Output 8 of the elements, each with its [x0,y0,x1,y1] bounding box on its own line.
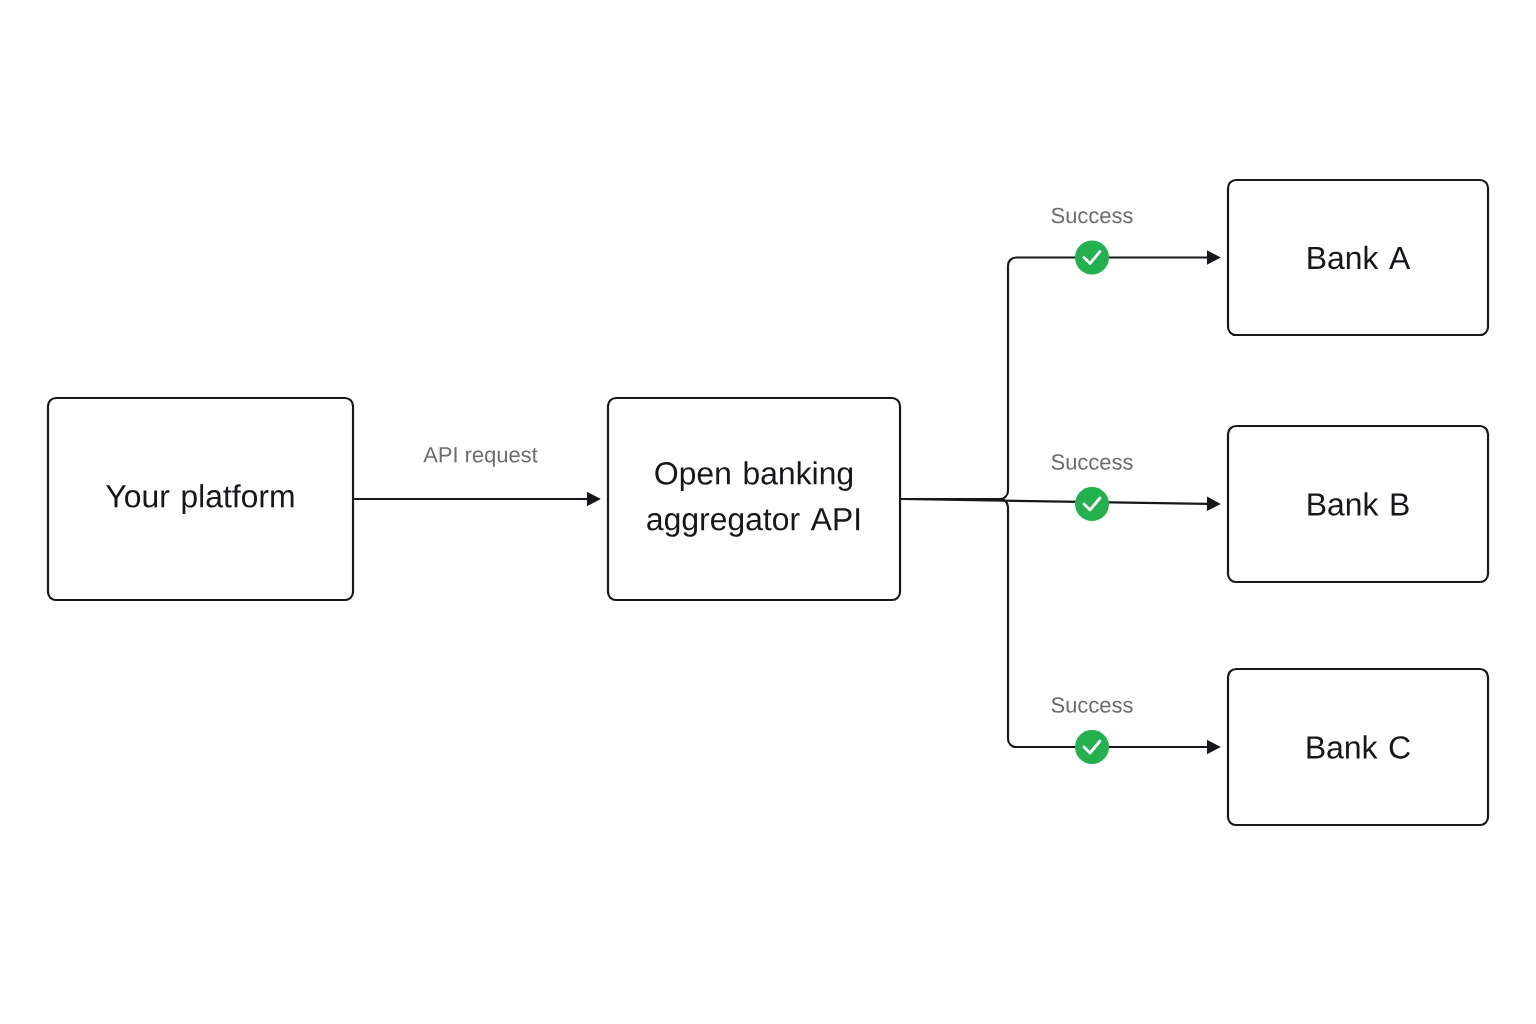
process-box: Bank C [1226,667,1490,827]
process-box: Your platform [46,396,355,602]
edge-label: Success [1047,451,1137,473]
process-box: Bank A [1226,178,1490,337]
edge-label: API request [420,444,541,470]
process-box: Open banking aggregator API [606,396,902,602]
process-box: Bank B [1226,424,1490,584]
edge-label: Success [1047,694,1137,716]
